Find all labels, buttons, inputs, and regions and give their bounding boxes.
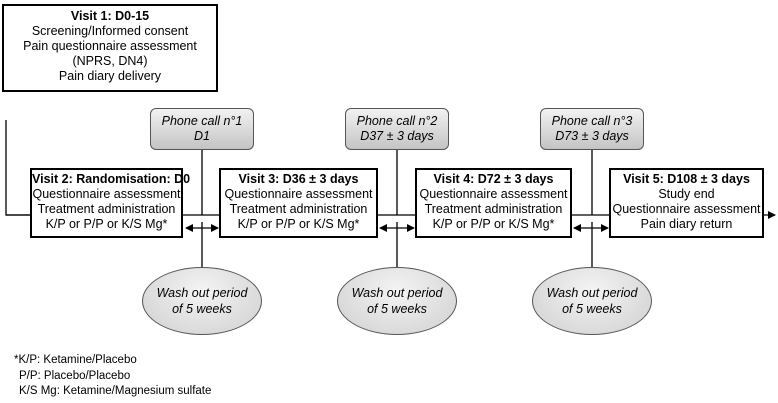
washout-2-line1: Wash out period bbox=[351, 286, 443, 300]
washout-3-line2: of 5 weeks bbox=[562, 302, 622, 316]
visit-5-title: Visit 5: D108 ± 3 days bbox=[623, 172, 750, 186]
visit-1-line: Screening/Informed consent bbox=[31, 24, 189, 38]
footnote: *K/P: Ketamine/Placebo P/P: Placebo/Plac… bbox=[14, 353, 211, 400]
visit-3-line: Questionnaire assessment bbox=[224, 187, 373, 201]
visit-3-title: Visit 3: D36 ± 3 days bbox=[238, 172, 359, 186]
visit-3-line: K/P or P/P or K/S Mg* bbox=[237, 217, 360, 231]
washout-3: Wash out period of 5 weeks bbox=[532, 267, 652, 335]
visit-1-line: (NPRS, DN4) bbox=[72, 54, 148, 68]
visit-2-title: Visit 2: Randomisation: D0 bbox=[32, 172, 191, 186]
visit-2-line: Treatment administration bbox=[37, 202, 176, 216]
footnote-line: *K/P: Ketamine/Placebo bbox=[14, 354, 137, 366]
phone-call-3-label: Phone call n°3 bbox=[551, 114, 633, 128]
phone-call-1-label: Phone call n°1 bbox=[161, 114, 243, 128]
phone-call-2-day: D37 ± 3 days bbox=[360, 129, 434, 143]
phone-call-1: Phone call n°1 D1 bbox=[150, 108, 254, 150]
visit-4-line: K/P or P/P or K/S Mg* bbox=[432, 217, 555, 231]
phone-call-2-label: Phone call n°2 bbox=[356, 114, 438, 128]
visit-2-line: Questionnaire assessment bbox=[32, 187, 181, 201]
footnote-line: K/S Mg: Ketamine/Magnesium sulfate bbox=[19, 385, 212, 397]
visit-2-box: Visit 2: Randomisation: D0 Questionnaire… bbox=[30, 168, 191, 238]
visit-1-line: Pain diary delivery bbox=[58, 69, 162, 83]
visit-1-title: Visit 1: D0-15 bbox=[70, 9, 150, 23]
visit-2-line: K/P or P/P or K/S Mg* bbox=[45, 217, 168, 231]
visit-5-line: Study end bbox=[658, 187, 715, 201]
washout-2: Wash out period of 5 weeks bbox=[337, 267, 457, 335]
visit-3-line: Treatment administration bbox=[229, 202, 368, 216]
visit-5-box: Visit 5: D108 ± 3 days Study end Questio… bbox=[609, 168, 764, 238]
phone-call-1-day: D1 bbox=[194, 129, 210, 143]
washout-1: Wash out period of 5 weeks bbox=[142, 267, 262, 335]
washout-1-line2: of 5 weeks bbox=[172, 302, 232, 316]
visit-1-line: Pain questionnaire assessment bbox=[23, 39, 197, 53]
washout-1-line1: Wash out period bbox=[156, 286, 248, 300]
washout-3-line1: Wash out period bbox=[546, 286, 638, 300]
visit-5-line: Pain diary return bbox=[640, 217, 733, 231]
visit-5-line: Questionnaire assessment bbox=[612, 202, 761, 216]
visit-4-line: Treatment administration bbox=[424, 202, 563, 216]
washout-2-line2: of 5 weeks bbox=[367, 302, 427, 316]
phone-call-2: Phone call n°2 D37 ± 3 days bbox=[345, 108, 449, 150]
visit1-connector bbox=[5, 120, 30, 216]
visit-4-title: Visit 4: D72 ± 3 days bbox=[433, 172, 554, 186]
phone-call-3: Phone call n°3 D73 ± 3 days bbox=[540, 108, 644, 150]
visit-3-box: Visit 3: D36 ± 3 days Questionnaire asse… bbox=[219, 168, 378, 238]
visit-1-box: Visit 1: D0-15 Screening/Informed consen… bbox=[2, 4, 218, 92]
footnote-line: P/P: Placebo/Placebo bbox=[19, 369, 131, 382]
visit-4-line: Questionnaire assessment bbox=[419, 187, 568, 201]
phone-call-3-day: D73 ± 3 days bbox=[555, 129, 629, 143]
visit-4-box: Visit 4: D72 ± 3 days Questionnaire asse… bbox=[415, 168, 572, 238]
